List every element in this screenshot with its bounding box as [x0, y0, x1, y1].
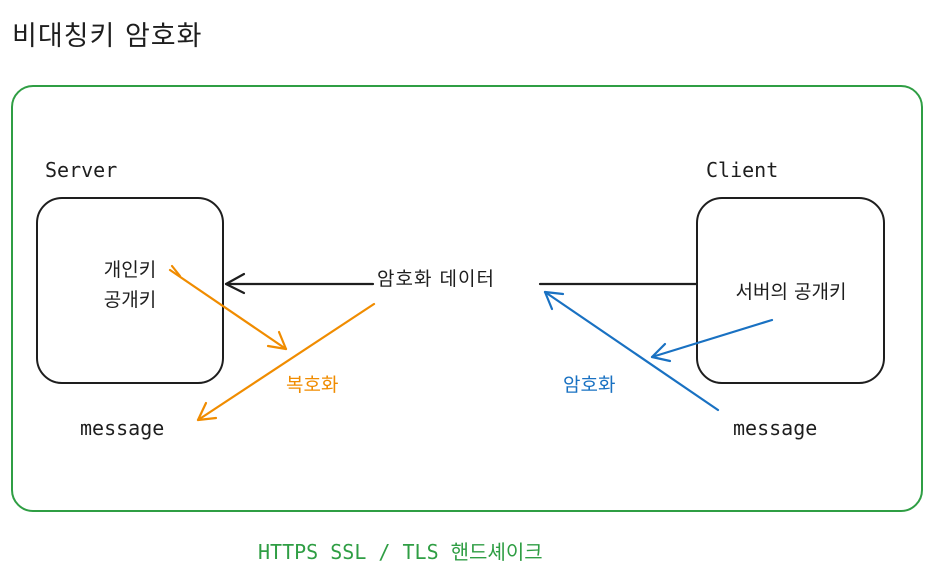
client-message-to-data-arrow [543, 290, 720, 412]
server-message-label: message [80, 416, 165, 440]
private-key-to-decrypt-arrowhead [266, 330, 288, 351]
public-key-to-encrypt-arrow [650, 318, 774, 359]
handshake-frame [11, 85, 923, 512]
decrypt-label: 복호화 [286, 374, 339, 396]
server-label: Server [45, 158, 118, 182]
server-public-key-label: 서버의 공개키 [735, 281, 847, 303]
footer-caption: HTTPS SSL / TLS 핸드셰이크 [258, 540, 543, 564]
public-key-label: 공개키 [103, 289, 157, 311]
data-to-server-message-arrowhead [196, 401, 218, 422]
client-message-label: message [733, 416, 818, 440]
server-keys: 개인키 공개키 [70, 255, 190, 315]
encrypted-data-label: 암호화 데이터 [377, 268, 495, 290]
client-box [696, 197, 885, 384]
server-box [36, 197, 224, 384]
public-key-to-encrypt-arrowhead [650, 342, 672, 363]
client-message-to-data-arrowhead [543, 290, 565, 311]
data-to-server-arrowhead [224, 272, 246, 295]
page-title: 비대칭키 암호화 [12, 21, 203, 52]
private-key-label: 개인키 [103, 259, 157, 281]
private-key-to-decrypt-arrow [168, 268, 288, 351]
data-to-server-message-arrow [196, 302, 376, 422]
client-label: Client [706, 158, 779, 182]
private-key-tick [170, 264, 182, 278]
encrypt-label: 암호화 [563, 374, 616, 396]
